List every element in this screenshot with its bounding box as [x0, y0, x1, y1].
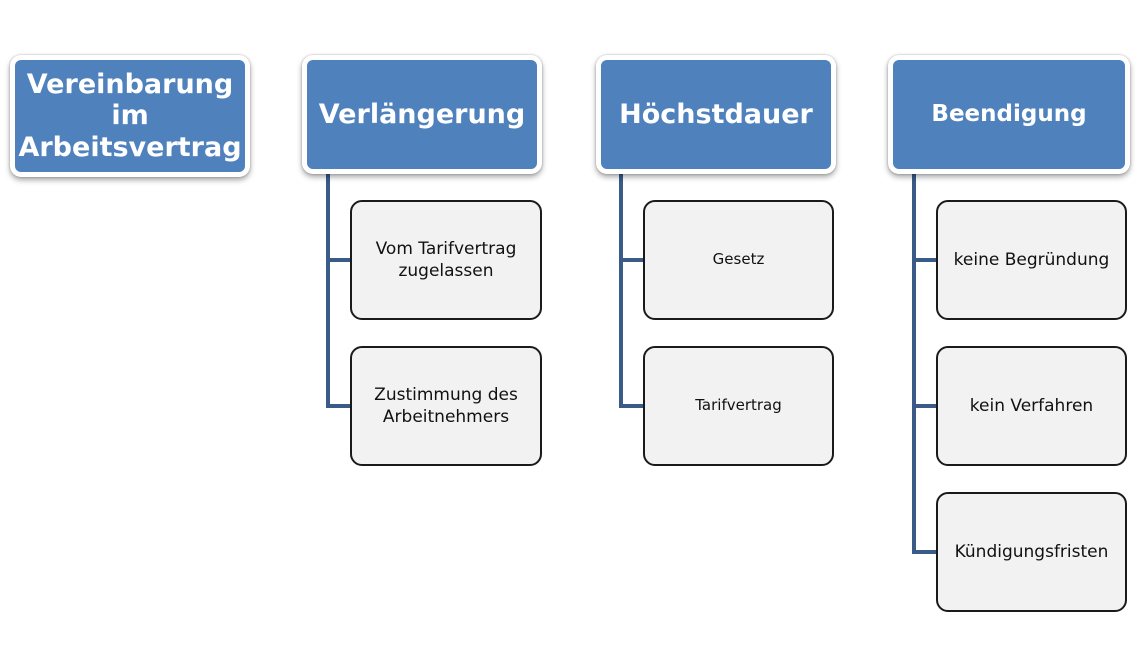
connector-verlaengerung-branch-1 [326, 258, 352, 262]
node-keine-begruendung: keine Begründung [936, 200, 1127, 320]
node-tarifvertrag: Tarifvertrag [643, 346, 834, 466]
node-vom-tarifvertrag-zugelassen: Vom Tarifvertrag zugelassen [350, 200, 542, 320]
connector-hoechstdauer-trunk [619, 170, 623, 408]
connector-hoechstdauer-branch-2 [619, 404, 645, 408]
header-beendigung: Beendigung [888, 55, 1130, 174]
node-zustimmung-des-arbeitnehmers: Zustimmung des Arbeitnehmers [350, 346, 542, 466]
node-kein-verfahren: kein Verfahren [936, 346, 1127, 466]
connector-verlaengerung-trunk [326, 170, 330, 408]
connector-beendigung-branch-2 [912, 404, 938, 408]
node-gesetz: Gesetz [643, 200, 834, 320]
connector-verlaengerung-branch-2 [326, 404, 352, 408]
node-kuendigungsfristen: Kündigungsfristen [936, 492, 1127, 612]
connector-beendigung-branch-1 [912, 258, 938, 262]
header-vereinbarung-im-arbeitsvertrag: Vereinbarung im Arbeitsvertrag [10, 55, 250, 177]
connector-beendigung-trunk [912, 170, 916, 554]
connector-hoechstdauer-branch-1 [619, 258, 645, 262]
connector-beendigung-branch-3 [912, 550, 938, 554]
header-hoechstdauer: Höchstdauer [596, 55, 836, 174]
header-verlaengerung: Verlängerung [302, 55, 542, 174]
